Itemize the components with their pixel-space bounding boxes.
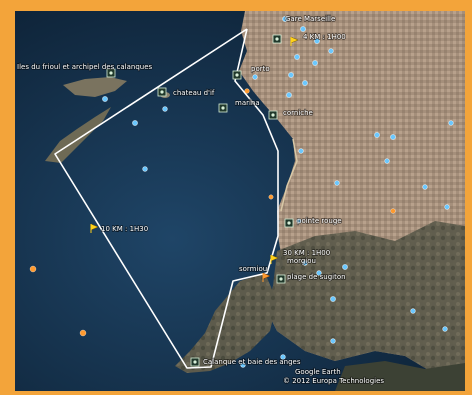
- label-km-mid[interactable]: 10 KM : 1H30: [100, 224, 149, 234]
- site-marker-icon[interactable]: [190, 357, 200, 367]
- orange-dots: [29, 88, 396, 337]
- poi-dots: [102, 16, 454, 368]
- frioul-island-north: [63, 77, 127, 97]
- poi-dot-icon[interactable]: [330, 296, 336, 302]
- poi-dot-icon[interactable]: [162, 106, 168, 112]
- poi-dot-icon[interactable]: [300, 26, 306, 32]
- map-svg[interactable]: Iles du frioul et archipel des calanques…: [15, 11, 465, 391]
- poi-dot-icon[interactable]: [29, 265, 37, 273]
- site-marker-icon[interactable]: [276, 274, 286, 284]
- pushpin-icon[interactable]: [270, 254, 279, 264]
- poi-dot-icon[interactable]: [374, 132, 380, 138]
- poi-dot-icon[interactable]: [142, 166, 148, 172]
- poi-dot-icon[interactable]: [444, 204, 450, 210]
- bottom-coast: [335, 361, 465, 391]
- poi-dot-icon[interactable]: [384, 158, 390, 164]
- poi-dot-icon[interactable]: [240, 362, 246, 368]
- poi-dot-icon[interactable]: [312, 60, 318, 66]
- poi-dot-icon[interactable]: [390, 134, 396, 140]
- label-sormiou[interactable]: sormiou: [238, 264, 268, 274]
- pushpin-icon[interactable]: [90, 223, 99, 233]
- pushpins: [90, 36, 299, 282]
- poi-dot-icon[interactable]: [302, 80, 308, 86]
- pushpin-icon[interactable]: [290, 36, 299, 46]
- poi-dot-icon[interactable]: [252, 74, 258, 80]
- site-marker-icon[interactable]: [272, 34, 282, 44]
- label-plage-sugiton[interactable]: plage de sugiton: [286, 272, 346, 282]
- poi-dot-icon[interactable]: [390, 208, 396, 214]
- site-marker-icon[interactable]: [232, 70, 242, 80]
- label-morgiou[interactable]: morgiou: [286, 256, 317, 266]
- label-km-top[interactable]: 4 KM : 1H00: [302, 32, 346, 42]
- label-calanque[interactable]: Calanque et baie des anges: [202, 357, 301, 367]
- poi-dot-icon[interactable]: [334, 180, 340, 186]
- site-marker-icon[interactable]: [157, 87, 167, 97]
- poi-dot-icon[interactable]: [298, 148, 304, 154]
- label-pointe-rouge[interactable]: pointe rouge: [296, 216, 342, 226]
- poi-dot-icon[interactable]: [302, 260, 308, 266]
- label-iles-frioul[interactable]: Iles du frioul et archipel des calanques: [16, 62, 153, 72]
- poi-dot-icon[interactable]: [79, 329, 87, 337]
- route-path: [54, 28, 279, 369]
- beach-line: [280, 138, 298, 212]
- label-km-route[interactable]: 30 KM : 1H00: [282, 248, 331, 258]
- site-marker-icon[interactable]: [284, 218, 294, 228]
- southern-peninsula: [175, 273, 277, 373]
- poi-dot-icon[interactable]: [132, 120, 138, 126]
- satellite-map[interactable]: Iles du frioul et archipel des calanques…: [15, 11, 465, 391]
- poi-dot-icon[interactable]: [288, 72, 294, 78]
- poi-dot-icon[interactable]: [268, 194, 274, 200]
- poi-dot-icon[interactable]: [244, 88, 250, 94]
- poi-dot-icon[interactable]: [316, 270, 322, 276]
- poi-dot-icon[interactable]: [422, 184, 428, 190]
- poi-dot-icon[interactable]: [280, 354, 286, 360]
- credits-line-1: Google Earth: [295, 368, 341, 376]
- site-markers: [106, 34, 294, 367]
- label-marina[interactable]: marina: [234, 98, 260, 108]
- poi-dot-icon[interactable]: [342, 264, 348, 270]
- poi-dot-icon[interactable]: [314, 38, 320, 44]
- label-corniche[interactable]: corniche: [282, 108, 313, 118]
- poi-dot-icon[interactable]: [448, 120, 454, 126]
- label-gare-marseille[interactable]: Gare Marseille: [284, 14, 336, 24]
- credits-line-2: © 2012 Europa Technologies: [283, 377, 384, 385]
- label-porto[interactable]: porto: [250, 64, 270, 74]
- poi-dot-icon[interactable]: [410, 308, 416, 314]
- site-marker-icon[interactable]: [106, 68, 116, 78]
- poi-dot-icon[interactable]: [328, 48, 334, 54]
- poi-dot-icon[interactable]: [286, 92, 292, 98]
- pushpin-icon[interactable]: [262, 272, 271, 282]
- poi-dot-icon[interactable]: [294, 54, 300, 60]
- site-marker-icon[interactable]: [268, 110, 278, 120]
- poi-dot-icon[interactable]: [102, 96, 108, 102]
- poi-dot-icon[interactable]: [330, 338, 336, 344]
- poi-dot-icon[interactable]: [282, 16, 288, 22]
- label-chateau-if[interactable]: chateau d'if: [172, 88, 215, 98]
- poi-dot-icon[interactable]: [442, 326, 448, 332]
- calanques-massif: [267, 221, 465, 391]
- poi-dot-icon[interactable]: [296, 218, 302, 224]
- site-marker-icon[interactable]: [218, 103, 228, 113]
- map-labels: Iles du frioul et archipel des calanques…: [16, 14, 385, 386]
